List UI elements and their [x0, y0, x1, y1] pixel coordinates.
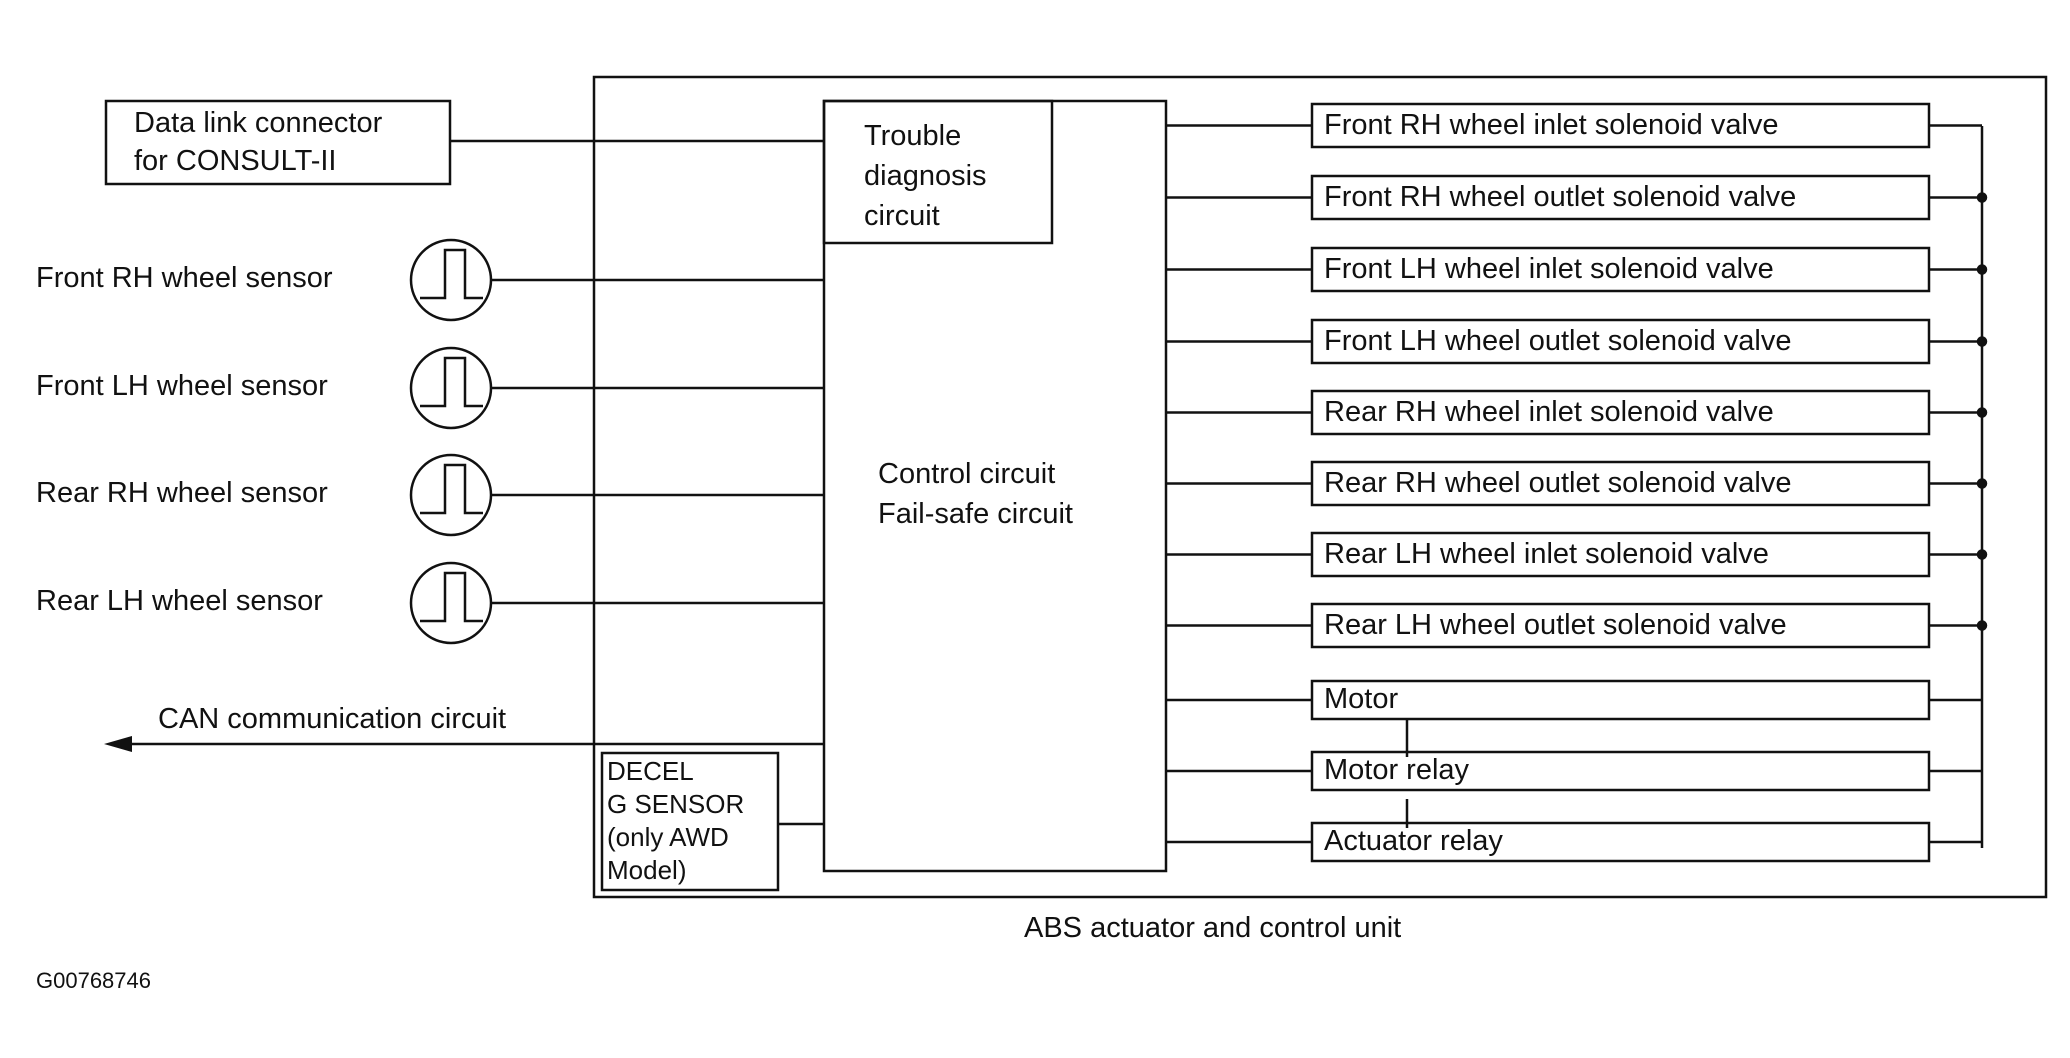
- junction-dot: [1976, 549, 1988, 560]
- figure-id: G00768746: [36, 968, 151, 993]
- output-label: Front LH wheel outlet solenoid valve: [1324, 324, 1792, 357]
- square-pulse-icon: [409, 238, 493, 322]
- rear-lh-sensor-label: Rear LH wheel sensor: [36, 585, 323, 617]
- junction-dot: [1976, 336, 1988, 347]
- control-circuit-label: Control circuit Fail-safe circuit: [878, 458, 1073, 530]
- output-label: Motor relay: [1324, 754, 1470, 786]
- left-arrow-icon: [104, 736, 132, 752]
- rear-rh-sensor-label: Rear RH wheel sensor: [36, 477, 328, 509]
- can-communication-label: CAN communication circuit: [158, 703, 507, 735]
- junction-dot: [1976, 478, 1988, 489]
- output-label: Front LH wheel inlet solenoid valve: [1324, 252, 1774, 285]
- front-rh-sensor-label: Front RH wheel sensor: [36, 262, 333, 294]
- output-label: Rear LH wheel outlet solenoid valve: [1324, 608, 1787, 641]
- data-link-connector-label: Data link connector for CONSULT-II: [134, 107, 383, 177]
- junction-dot: [1976, 192, 1988, 203]
- output-box: [1310, 679, 1931, 721]
- output-label: Front RH wheel outlet solenoid valve: [1324, 180, 1797, 213]
- abs-unit-box: [592, 75, 2048, 899]
- front-lh-sensor-label: Front LH wheel sensor: [36, 370, 328, 402]
- output-label: Rear RH wheel outlet solenoid valve: [1324, 466, 1792, 499]
- sensor-icons: [409, 238, 493, 645]
- output-label: Actuator relay: [1324, 825, 1503, 857]
- trouble-diagnosis-box: [822, 99, 1054, 245]
- decel-g-sensor-label: DECEL G SENSOR (only AWD Model): [607, 756, 745, 885]
- junction-dot: [1976, 264, 1988, 275]
- square-pulse-icon: [409, 453, 493, 537]
- square-pulse-icon: [409, 346, 493, 430]
- output-label: Rear LH wheel inlet solenoid valve: [1324, 537, 1769, 570]
- output-label: Front RH wheel inlet solenoid valve: [1324, 108, 1779, 141]
- output-label: Motor: [1324, 683, 1399, 715]
- output-label: Rear RH wheel inlet solenoid valve: [1324, 395, 1774, 428]
- abs-unit-caption: ABS actuator and control unit: [1024, 912, 1402, 944]
- output-layer: [1166, 102, 1988, 863]
- junction-dot: [1976, 407, 1988, 418]
- data-link-connector-box: [104, 99, 452, 186]
- decel-g-sensor-box: [600, 751, 780, 892]
- square-pulse-icon: [409, 561, 493, 645]
- trouble-diagnosis-label: Trouble diagnosis circuit: [864, 120, 987, 232]
- junction-dot: [1976, 620, 1988, 631]
